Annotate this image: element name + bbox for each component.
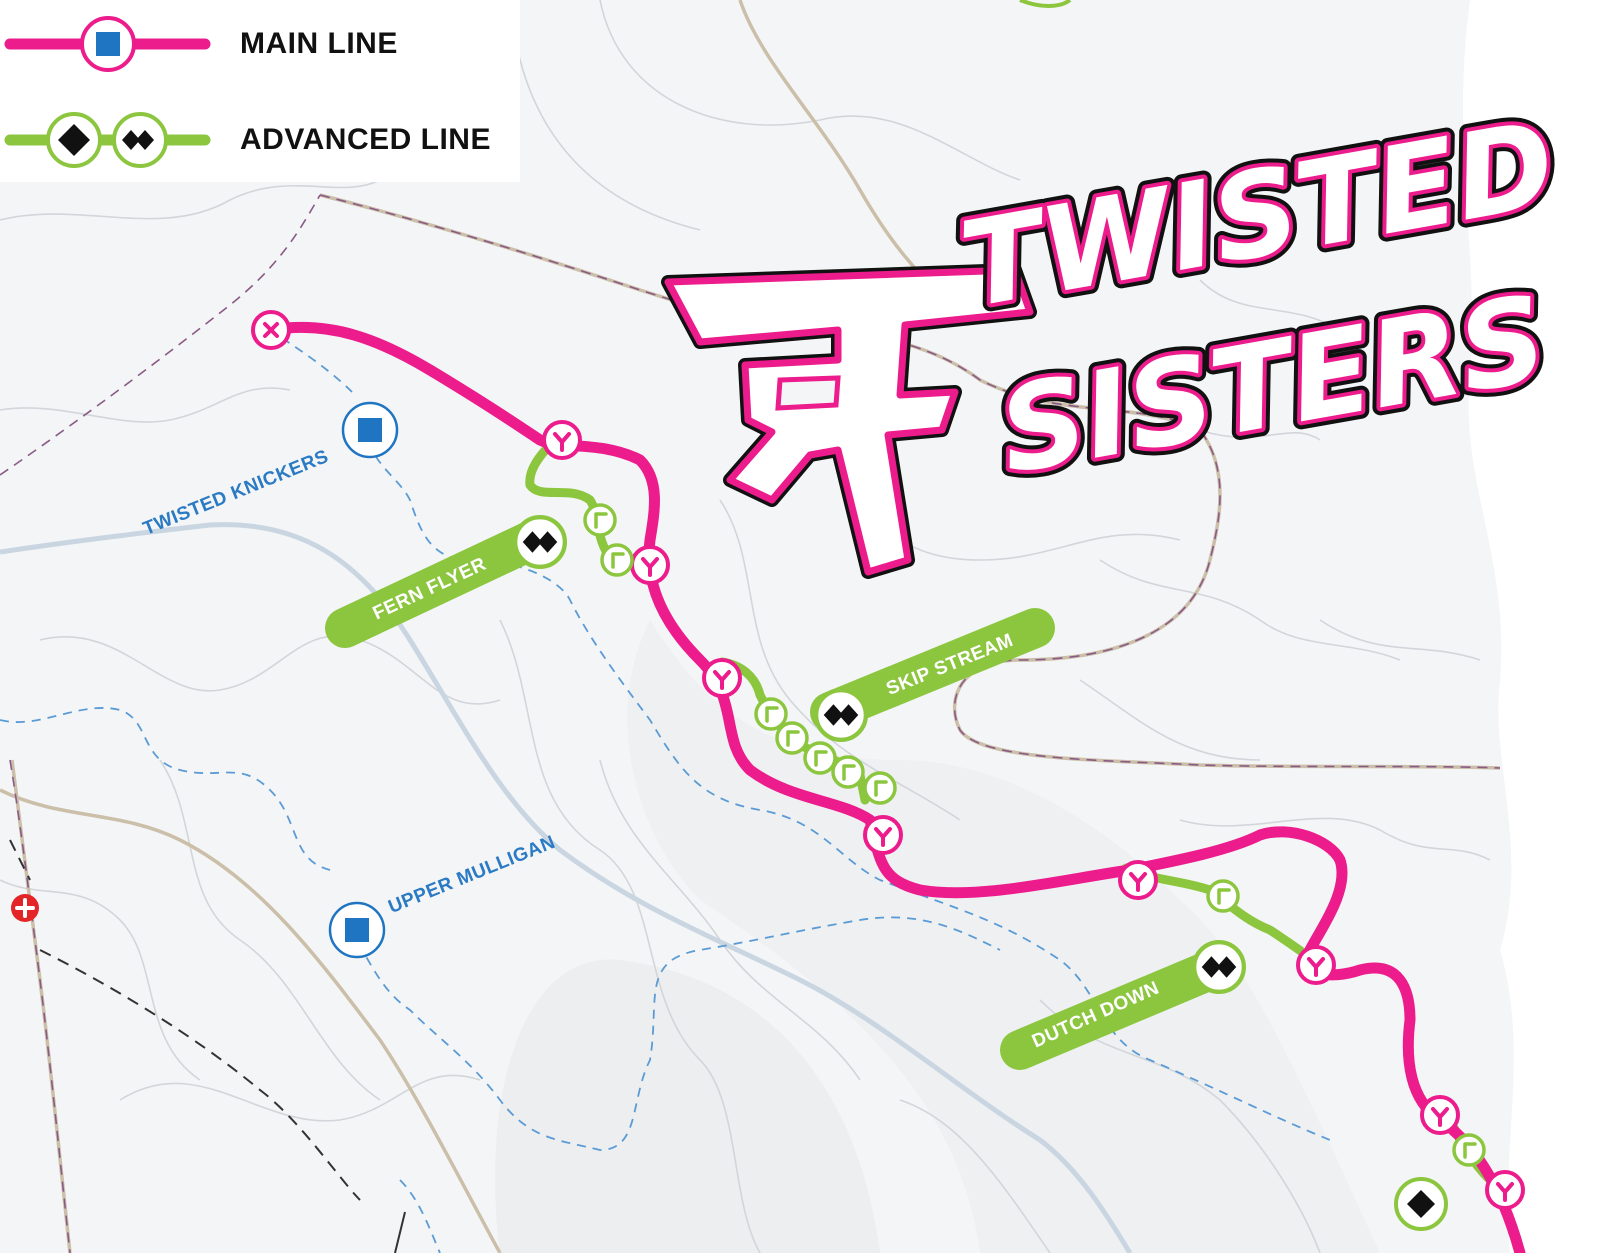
- y-junction-icon: [1118, 860, 1158, 900]
- drop-feature-icon: [583, 503, 617, 537]
- first-aid-marker[interactable]: [11, 894, 39, 922]
- drop-feature-icon: [754, 697, 788, 731]
- drop-feature-icon: [1206, 879, 1240, 913]
- x-start-icon: [263, 322, 279, 338]
- legend-advanced-line-label: ADVANCED LINE: [240, 123, 491, 156]
- y-junction-icon: [1296, 945, 1336, 985]
- terrain-shade: [627, 620, 1380, 1253]
- trail-edge-fragment: [1019, 0, 1072, 8]
- blue-square-icon: [358, 418, 382, 442]
- river: [0, 522, 1133, 1253]
- map-legend: MAIN LINE ADVANCED LINE: [0, 0, 520, 182]
- terrain-shade: [495, 959, 880, 1253]
- advanced-line-swatch: [4, 112, 211, 168]
- drop-feature-icon: [1452, 1133, 1486, 1167]
- drop-feature-icon: [831, 755, 865, 789]
- drop-feature-icon: [863, 771, 897, 805]
- y-junction-icon: [630, 545, 670, 585]
- drop-feature-icon: [775, 721, 809, 755]
- double-black-diamond-icon: [515, 517, 565, 567]
- double-black-diamond-icon: [1194, 942, 1244, 992]
- drop-feature-icon: [600, 543, 634, 577]
- twisted-sisters-emblem: [661, 263, 1037, 579]
- blue-square-icon: [345, 918, 369, 942]
- y-junction-icon: [702, 658, 742, 698]
- y-junction-icon: [1485, 1170, 1525, 1210]
- y-junction-icon: [542, 420, 582, 460]
- start-marker[interactable]: [251, 310, 291, 350]
- legend-main-line-label: MAIN LINE: [240, 27, 398, 60]
- upper-mulligan-marker[interactable]: [328, 901, 386, 959]
- main-line-trail: [266, 321, 1526, 1253]
- first-aid-icon: [15, 898, 35, 918]
- main-line-swatch: [4, 16, 211, 72]
- blue-square-icon: [96, 32, 120, 56]
- double-black-diamond-icon: [816, 690, 866, 740]
- black-diamond-marker[interactable]: [1394, 1177, 1448, 1231]
- access-road: [9, 839, 361, 1201]
- double-black-diamond-icon: [122, 130, 154, 150]
- black-diamond-icon: [1407, 1190, 1435, 1218]
- y-junction-icon: [863, 815, 903, 855]
- access-road: [394, 1211, 406, 1253]
- map-edge: [1460, 0, 1600, 1253]
- legend-swatches: [4, 16, 211, 168]
- contour-lines: [0, 0, 1491, 1253]
- black-diamond-icon: [58, 124, 90, 156]
- drop-feature-icon: [803, 741, 837, 775]
- y-junction-icon: [1420, 1095, 1460, 1135]
- twisted-knickers-marker[interactable]: [341, 401, 399, 459]
